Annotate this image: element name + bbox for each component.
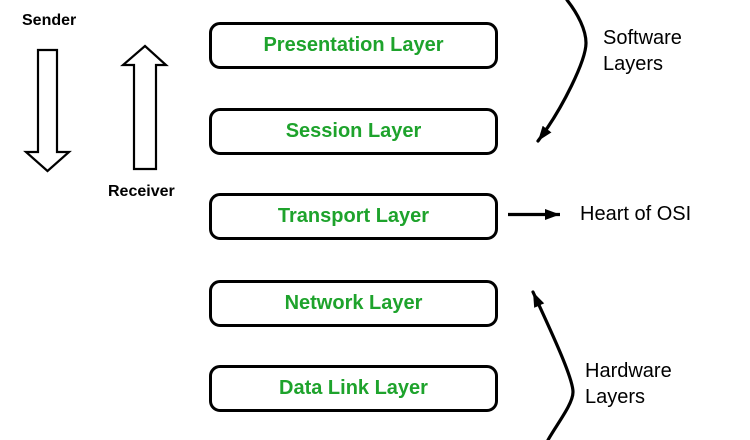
hardware-layers-label: Hardware Layers	[585, 358, 672, 410]
layer-label-session: Session Layer	[285, 120, 422, 142]
sender-down-arrow	[23, 48, 72, 173]
layer-label-presentation: Presentation Layer	[263, 34, 444, 56]
hardware-layers-arrow	[531, 290, 575, 440]
hardware-layers-line2: Layers	[585, 386, 646, 408]
layer-label-network: Network Layer	[284, 292, 423, 314]
layer-box-transport: Transport Layer	[209, 193, 498, 240]
software-layers-arrow	[536, 0, 588, 143]
layer-box-datalink: Data Link Layer	[209, 365, 498, 412]
software-layers-line1: Software	[603, 27, 682, 49]
software-layers-line2: Layers	[603, 53, 664, 75]
layer-label-datalink: Data Link Layer	[279, 377, 428, 399]
layer-label-transport: Transport Layer	[277, 205, 430, 227]
heart-of-osi-label: Heart of OSI	[580, 203, 692, 225]
hardware-layers-line1: Hardware	[585, 360, 672, 382]
sender-label: Sender	[22, 12, 77, 29]
receiver-label: Receiver	[108, 183, 175, 200]
layer-box-presentation: Presentation Layer	[209, 22, 498, 69]
layer-box-network: Network Layer	[209, 280, 498, 327]
software-layers-label: Software Layers	[603, 25, 682, 77]
layer-box-session: Session Layer	[209, 108, 498, 155]
receiver-up-arrow	[120, 44, 169, 171]
